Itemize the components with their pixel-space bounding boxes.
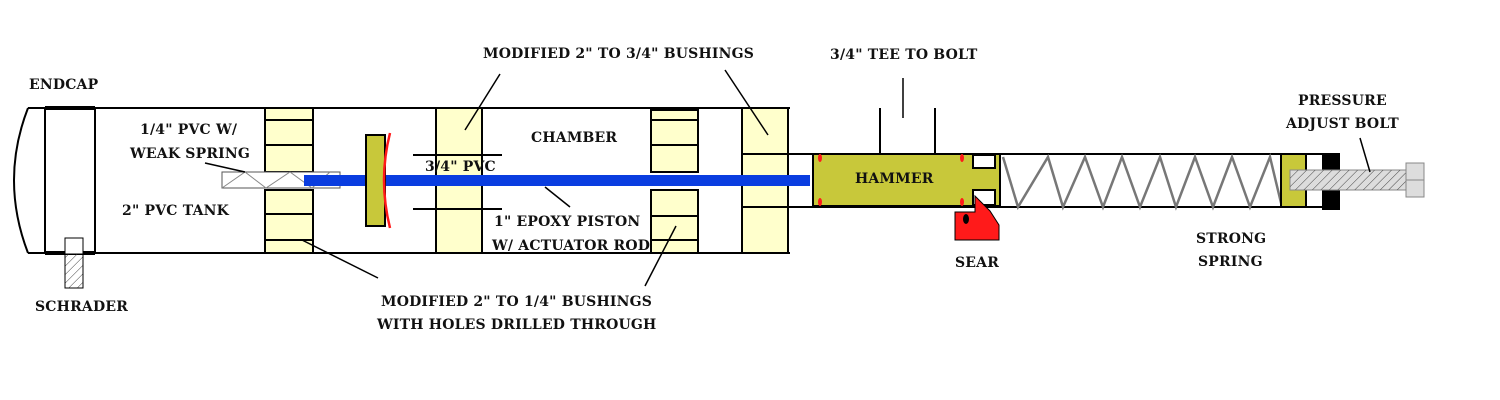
actuator-rod — [304, 175, 810, 186]
sear — [954, 194, 1000, 241]
schrader-valve — [64, 237, 84, 289]
nut-top — [1322, 154, 1340, 171]
label-tank: 2" PVC TANK — [122, 203, 230, 219]
epoxy-piston — [365, 132, 392, 229]
label-bushings-14-1: MODIFIED 2" TO 1/4" BUSHINGS — [381, 294, 652, 310]
leader-lines — [204, 69, 1371, 287]
label-tee: 3/4" TEE TO BOLT — [830, 47, 978, 63]
label-piston-2: W/ ACTUATOR ROD — [491, 238, 650, 254]
label-spring-2: SPRING — [1198, 254, 1263, 270]
hammer — [812, 153, 1001, 207]
label-piston-1: 1" EPOXY PISTON — [494, 214, 640, 230]
label-spring-1: STRONG — [1196, 231, 1266, 247]
endcap — [13, 106, 96, 255]
label-weak-spring-2: WEAK SPRING — [129, 146, 250, 162]
label-pvc-34: 3/4" PVC — [425, 159, 496, 175]
label-bushings-34: MODIFIED 2" TO 3/4" BUSHINGS — [483, 46, 754, 62]
pressure-adjust-bolt — [1289, 162, 1425, 198]
label-bushings-14-2: WITH HOLES DRILLED THROUGH — [376, 317, 656, 333]
label-hammer: HAMMER — [855, 171, 934, 187]
label-sear: SEAR — [955, 255, 999, 271]
strong-spring — [1001, 152, 1284, 211]
label-chamber: CHAMBER — [531, 130, 617, 146]
bushing-quarter-right — [650, 109, 699, 254]
labels: ENDCAP SCHRADER 1/4" PVC W/ WEAK SPRING … — [29, 46, 1399, 333]
label-weak-spring-1: 1/4" PVC W/ — [140, 122, 238, 138]
bushing-quarter-left — [264, 107, 314, 254]
label-bolt-1: PRESSURE — [1298, 93, 1387, 109]
three-quarter-pvc — [413, 154, 502, 210]
nut-bottom — [1322, 188, 1340, 210]
label-endcap: ENDCAP — [29, 77, 99, 93]
label-schrader: SCHRADER — [35, 299, 128, 315]
label-bolt-2: ADJUST BOLT — [1285, 116, 1399, 132]
